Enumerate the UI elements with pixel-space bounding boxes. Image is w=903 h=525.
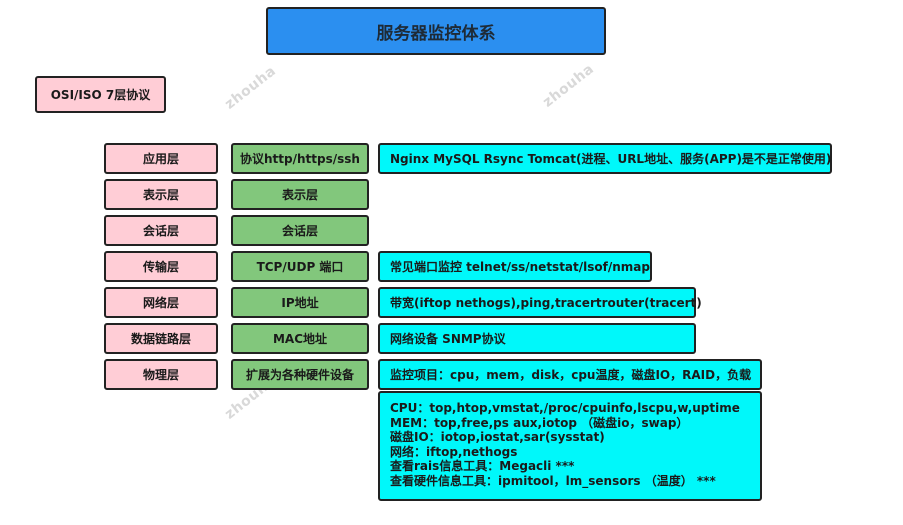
protocol-network: IP地址: [231, 287, 369, 318]
protocol-session: 会话层: [231, 215, 369, 246]
tools-line-mem: MEM：top,free,ps aux,iotop （磁盘io，swap）: [390, 415, 689, 430]
layer-session: 会话层: [104, 215, 218, 246]
layer-transport: 传输层: [104, 251, 218, 282]
protocol-application: 协议http/https/ssh: [231, 143, 369, 174]
protocol-presentation: 表示层: [231, 179, 369, 210]
tools-line-hardware: 查看硬件信息工具：ipmitool，lm_sensors （温度） ***: [390, 473, 716, 488]
monitor-transport: 常见端口监控 telnet/ss/netstat/lsof/nmap: [378, 251, 652, 282]
layer-network: 网络层: [104, 287, 218, 318]
monitor-physical: 监控项目：cpu，mem，disk，cpu温度，磁盘IO，RAID，负载: [378, 359, 762, 390]
protocol-physical: 扩展为各种硬件设备: [231, 359, 369, 390]
hardware-tools-box: CPU：top,htop,vmstat,/proc/cpuinfo,lscpu,…: [378, 391, 762, 501]
tools-line-disk-io: 磁盘IO：iotop,iostat,sar(sysstat): [390, 430, 605, 444]
diagram-title: 服务器监控体系: [266, 7, 606, 55]
layer-presentation: 表示层: [104, 179, 218, 210]
tools-line-cpu: CPU：top,htop,vmstat,/proc/cpuinfo,lscpu,…: [390, 401, 740, 415]
tools-line-raid: 查看rais信息工具：Megacli ***: [390, 459, 575, 473]
monitor-data-link: 网络设备 SNMP协议: [378, 323, 696, 354]
tools-line-network: 网络：iftop,nethogs: [390, 444, 518, 459]
monitor-application: Nginx MySQL Rsync Tomcat(进程、URL地址、服务(APP…: [378, 143, 832, 174]
protocol-transport: TCP/UDP 端口: [231, 251, 369, 282]
layer-application: 应用层: [104, 143, 218, 174]
protocol-data-link: MAC地址: [231, 323, 369, 354]
layer-physical: 物理层: [104, 359, 218, 390]
watermark-1: zhouha: [222, 62, 280, 113]
osi-model-label: OSI/ISO 7层协议: [35, 76, 166, 113]
watermark-2: zhouha: [540, 60, 598, 111]
monitor-network: 带宽(iftop nethogs),ping,tracertrouter(tra…: [378, 287, 702, 318]
layer-data-link: 数据链路层: [104, 323, 218, 354]
